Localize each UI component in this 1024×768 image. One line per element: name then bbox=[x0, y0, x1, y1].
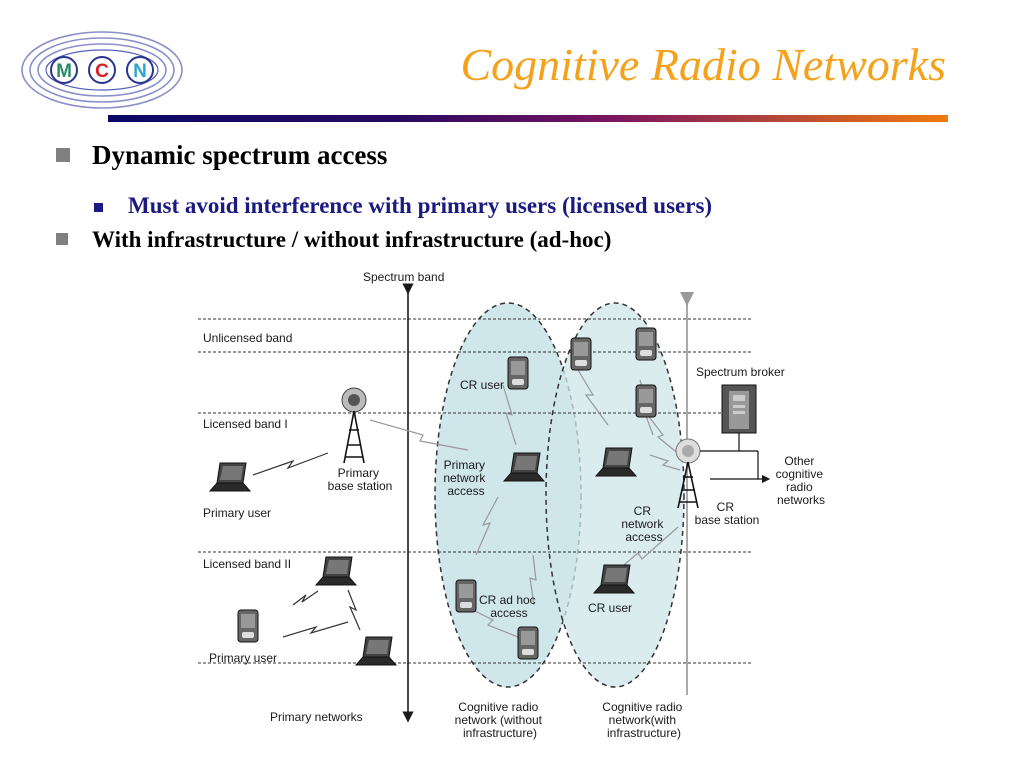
bullet-marker bbox=[56, 233, 68, 245]
cr-adhoc-access-label: CR ad hoc access bbox=[479, 593, 539, 620]
bullet-avoid-interference: Must avoid interference with primary use… bbox=[128, 193, 713, 218]
spectrum-broker-server-icon bbox=[721, 384, 757, 434]
mcn-logo: M C N bbox=[21, 31, 183, 109]
primary-network-laptop-icon bbox=[355, 636, 397, 666]
spectrum-axis-label: Spectrum band bbox=[363, 270, 444, 284]
spectrum-broker-label: Spectrum broker bbox=[696, 365, 785, 379]
primary-user-pda-icon bbox=[237, 609, 259, 643]
cr-adhoc-pda-icon bbox=[517, 626, 539, 660]
crn-with-infrastructure-label: Cognitive radio network(with infrastruct… bbox=[602, 700, 685, 740]
band-label-licensed-2: Licensed band II bbox=[203, 557, 291, 571]
primary-user-bottom-label: Primary user bbox=[209, 651, 277, 665]
crn-without-infrastructure-label: Cognitive radio network (without infrast… bbox=[455, 700, 546, 740]
cr-pda-icon bbox=[635, 327, 657, 361]
cr-adhoc-pda-icon bbox=[455, 579, 477, 613]
cr-pda-icon bbox=[570, 337, 592, 371]
title-divider bbox=[108, 115, 948, 122]
primary-network-access-label: Primary network access bbox=[443, 458, 488, 498]
crn-with-infrastructure-region bbox=[545, 302, 685, 688]
cr-user-top-label: CR user bbox=[460, 378, 504, 392]
bullet-infrastructure: With infrastructure / without infrastruc… bbox=[92, 227, 612, 252]
cr-user-bottom-label: CR user bbox=[588, 601, 632, 615]
primary-base-station-label: Primary base station bbox=[328, 466, 393, 493]
cognitive-radio-diagram: Spectrum band Unlicensed band Licensed b… bbox=[198, 270, 827, 740]
band-label-unlicensed: Unlicensed band bbox=[203, 331, 292, 345]
bullet-marker bbox=[94, 203, 103, 212]
bullet-dynamic-spectrum: Dynamic spectrum access bbox=[92, 140, 388, 170]
bullet-marker bbox=[56, 148, 70, 162]
cr-pda-icon bbox=[635, 384, 657, 418]
cr-user-pda-icon bbox=[507, 356, 529, 390]
slide-title: Cognitive Radio Networks bbox=[460, 39, 946, 90]
other-cognitive-networks-label: Other cognitive radio networks bbox=[776, 454, 827, 507]
cr-base-station-label: CR base station bbox=[695, 500, 760, 527]
band-label-licensed-1: Licensed band I bbox=[203, 417, 288, 431]
logo-letter-n: N bbox=[133, 61, 147, 82]
cr-network-access-label: CR network access bbox=[621, 504, 666, 544]
logo-letter-c: C bbox=[95, 61, 109, 82]
logo-letter-m: M bbox=[56, 61, 72, 82]
primary-base-station-icon bbox=[341, 387, 367, 464]
primary-user-top-label: Primary user bbox=[203, 506, 271, 520]
primary-networks-label: Primary networks bbox=[270, 710, 363, 724]
primary-network-laptop-icon bbox=[315, 556, 357, 586]
primary-user-laptop-icon bbox=[209, 462, 251, 492]
